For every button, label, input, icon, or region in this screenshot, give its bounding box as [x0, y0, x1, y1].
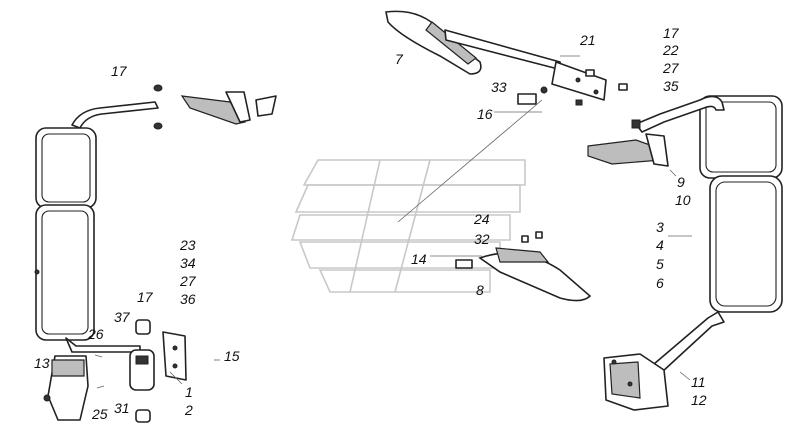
- callout-34: 34: [180, 255, 196, 271]
- callout-14: 14: [411, 251, 427, 267]
- left-lower-mirror: [35, 204, 95, 341]
- left-upper-bracket: [180, 95, 247, 125]
- callout-36: 36: [180, 291, 196, 307]
- callout-27: 27: [663, 60, 679, 76]
- right-upper-arm: [635, 95, 725, 133]
- callout-32: 32: [474, 231, 490, 247]
- callout-6: 6: [656, 275, 664, 291]
- callout-7: 7: [395, 51, 403, 67]
- callout-24: 24: [474, 211, 490, 227]
- callout-11: 11: [691, 374, 706, 390]
- left-lower-arm: [65, 337, 141, 353]
- callout-25: 25: [92, 406, 108, 422]
- right-upper-mirror: [699, 95, 783, 179]
- callout-26: 26: [88, 326, 104, 342]
- right-mirror-assembly: [587, 95, 783, 411]
- leader-lines: [169, 55, 692, 385]
- callout-17: 17: [137, 289, 153, 305]
- callout-12: 12: [691, 392, 707, 408]
- top-mirror-head: [385, 10, 482, 75]
- callout-37: 37: [114, 309, 130, 325]
- callout-31: 31: [114, 400, 130, 416]
- callout-5: 5: [656, 256, 664, 272]
- callout-21: 21: [580, 32, 596, 48]
- right-lower-mirror: [709, 175, 783, 313]
- left-upper-mirror: [35, 127, 97, 209]
- left-mount-plate: [162, 331, 187, 381]
- callout-16: 16: [477, 106, 493, 122]
- callout-4: 4: [656, 237, 664, 253]
- callout-8: 8: [476, 282, 484, 298]
- callout-17: 17: [663, 25, 679, 41]
- callout-1: 1: [185, 384, 193, 400]
- callout-10: 10: [675, 192, 691, 208]
- lower-bracket-assembly: [455, 231, 592, 302]
- callout-17: 17: [111, 63, 127, 79]
- callout-23: 23: [180, 237, 196, 253]
- watermark-logo: [290, 159, 526, 293]
- callout-3: 3: [656, 219, 664, 235]
- left-mirror-assembly: [34, 84, 277, 423]
- callout-22: 22: [663, 42, 679, 58]
- left-upper-arm: [71, 101, 159, 129]
- small-plate: [517, 93, 537, 105]
- callout-9: 9: [677, 174, 685, 190]
- lower-bracket-plate: [455, 259, 473, 269]
- top-mirror-assembly: [385, 10, 628, 106]
- callout-33: 33: [491, 79, 507, 95]
- callout-27: 27: [180, 273, 196, 289]
- callout-35: 35: [663, 78, 679, 94]
- callout-2: 2: [185, 402, 193, 418]
- callout-13: 13: [34, 355, 50, 371]
- callout-15: 15: [224, 348, 240, 364]
- right-lower-arm: [653, 311, 725, 373]
